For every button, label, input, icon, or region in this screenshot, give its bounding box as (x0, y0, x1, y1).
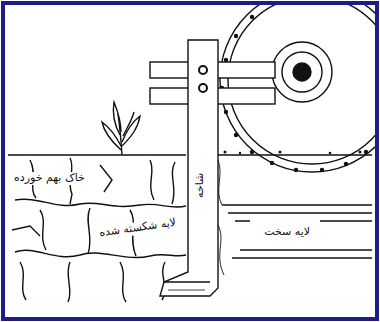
layer-label: خاک بهم خورده (12, 172, 87, 185)
part-label: شاخه (194, 172, 207, 197)
axle (293, 63, 311, 81)
hard-layer (222, 205, 372, 258)
layer-label: لایه شکسته شده (96, 216, 178, 240)
layer-label: لایه سخت (262, 226, 312, 239)
wheel-rim (228, 5, 375, 164)
shank-foot (164, 281, 210, 282)
frame (3, 3, 377, 319)
shank (160, 40, 218, 296)
soil-cracks (12, 158, 186, 302)
bolt-hole (199, 66, 207, 74)
bolt-hole (199, 84, 207, 92)
shank-box: شاخه (188, 150, 218, 220)
hub (272, 42, 332, 102)
plant (102, 102, 140, 155)
hub (282, 52, 322, 92)
